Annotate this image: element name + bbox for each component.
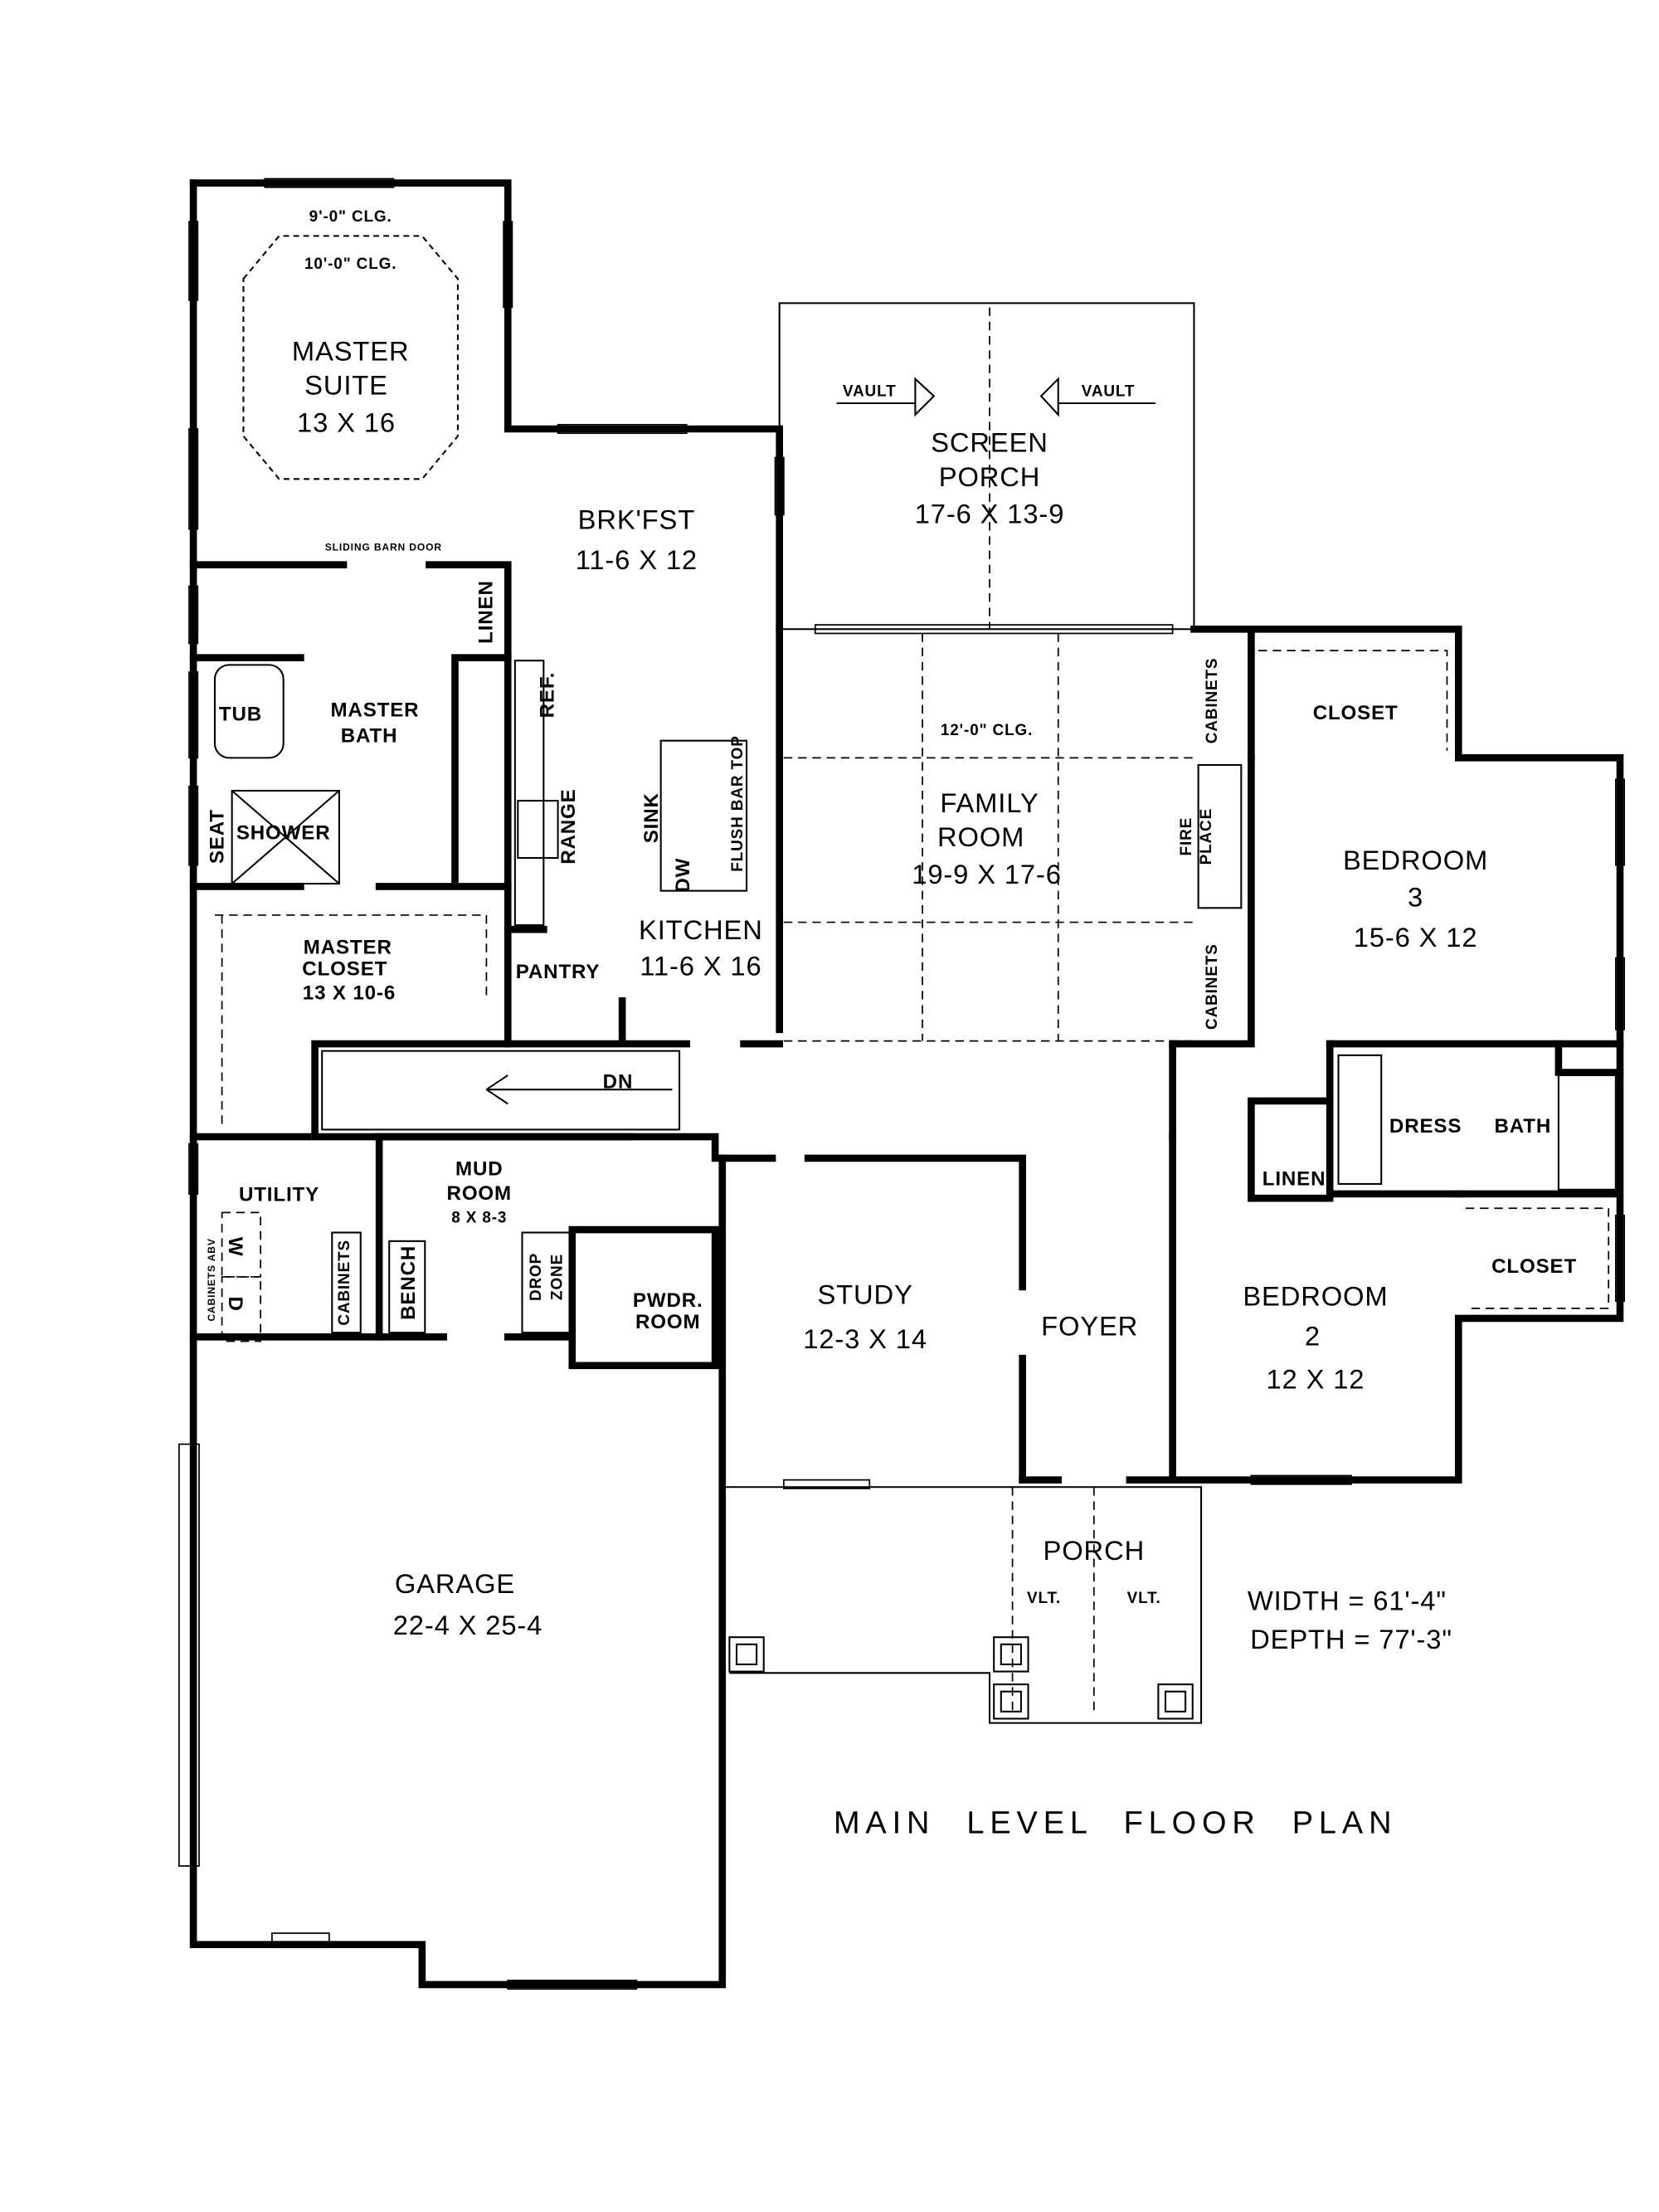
cabinets-abv-label: CABINETS ABV xyxy=(206,1238,217,1321)
dress-label: DRESS xyxy=(1389,1115,1462,1138)
garage-name: GARAGE xyxy=(395,1568,515,1599)
walls xyxy=(189,179,1624,1989)
master-suite-name-2: SUITE xyxy=(304,370,388,401)
bedroom2-name: BEDROOM xyxy=(1243,1280,1388,1311)
mud-room-size: 8 X 8-3 xyxy=(451,1209,507,1226)
porch-vlt-right: VLT. xyxy=(1127,1590,1161,1607)
linen-label: LINEN xyxy=(474,580,497,644)
bedroom2-name-2: 2 xyxy=(1305,1321,1321,1352)
ref-label: REF. xyxy=(536,672,558,719)
family-room-name: FAMILY xyxy=(940,787,1039,818)
flush-bar-top-label: FLUSH BAR TOP xyxy=(729,735,747,871)
windows xyxy=(178,178,1626,1990)
master-suite-name: MASTER xyxy=(292,335,410,366)
range-label: RANGE xyxy=(557,788,580,864)
vault-arrow-right-icon xyxy=(1039,377,1155,417)
screen-porch-name: SCREEN xyxy=(931,427,1048,458)
barn-door-label: SLIDING BARN DOOR xyxy=(325,541,442,553)
ceiling-9ft-label: 9'-0" CLG. xyxy=(309,208,392,226)
cabinets-top-label: CABINETS xyxy=(1204,658,1221,744)
mud-room-name: MUD xyxy=(455,1158,504,1181)
outlines xyxy=(213,235,1617,1724)
linen-2-label: LINEN xyxy=(1262,1168,1326,1191)
master-bath-name-2: BATH xyxy=(341,724,398,747)
fireplace-label: FIRE xyxy=(1178,817,1195,856)
dryer-label: D xyxy=(224,1297,246,1312)
utility-label: UTILITY xyxy=(239,1184,319,1206)
dw-label: DW xyxy=(672,858,694,893)
family-ceiling-label: 12'-0" CLG. xyxy=(941,722,1033,739)
bedroom3-closet-label: CLOSET xyxy=(1313,702,1399,724)
powder-room-name-2: ROOM xyxy=(635,1311,700,1333)
master-closet-size: 13 X 10-6 xyxy=(303,982,396,1005)
bedroom2-closet-label: CLOSET xyxy=(1491,1255,1577,1278)
vault-left-label: VAULT xyxy=(843,382,897,400)
master-closet-name-2: CLOSET xyxy=(302,957,387,980)
drop-zone-label-2: ZONE xyxy=(549,1254,567,1300)
bedroom3-name: BEDROOM xyxy=(1343,845,1488,875)
labels: 9'-0" CLG. 10'-0" CLG. MASTER SUITE 13 X… xyxy=(206,208,1577,1840)
tub-label: TUB xyxy=(219,704,262,726)
depth-dimension: DEPTH = 77'-3" xyxy=(1250,1624,1452,1654)
powder-room-name: PWDR. xyxy=(633,1289,703,1312)
width-dimension: WIDTH = 61'-4" xyxy=(1248,1585,1447,1615)
study-name: STUDY xyxy=(817,1279,912,1310)
kitchen-size: 11-6 X 16 xyxy=(640,950,761,981)
fireplace-label-2: PLACE xyxy=(1198,808,1215,865)
screen-porch-name-2: PORCH xyxy=(939,461,1041,492)
master-suite-size: 13 X 16 xyxy=(297,407,396,437)
vault-arrow-left-icon xyxy=(836,377,936,417)
garage-size: 22-4 X 25-4 xyxy=(393,1610,543,1640)
washer-label: W xyxy=(224,1237,246,1257)
master-bath-name: MASTER xyxy=(330,699,419,721)
vault-right-label: VAULT xyxy=(1082,382,1136,400)
kitchen-name: KITCHEN xyxy=(639,914,763,945)
sink-label: SINK xyxy=(640,792,663,843)
foyer-name: FOYER xyxy=(1041,1311,1138,1342)
drop-zone-label: DROP xyxy=(528,1253,545,1301)
bedroom2-size: 12 X 12 xyxy=(1266,1363,1365,1394)
bench-label: BENCH xyxy=(397,1245,420,1320)
stairs-down-label: DN xyxy=(603,1070,634,1093)
cabinets-label: CABINETS xyxy=(336,1240,353,1326)
family-room-name-2: ROOM xyxy=(937,821,1024,852)
ceiling-10ft-label: 10'-0" CLG. xyxy=(304,256,397,273)
breakfast-name: BRK'FST xyxy=(578,504,695,535)
master-closet-name: MASTER xyxy=(304,936,392,958)
screen-porch-size: 17-6 X 13-9 xyxy=(915,499,1065,529)
bedroom3-size: 15-6 X 12 xyxy=(1354,922,1478,953)
seat-label: SEAT xyxy=(206,809,228,864)
cabinets-bottom-label: CABINETS xyxy=(1204,943,1221,1030)
study-size: 12-3 X 14 xyxy=(803,1323,927,1354)
bedroom3-name-2: 3 xyxy=(1408,882,1423,913)
plan-title: MAIN LEVEL FLOOR PLAN xyxy=(834,1805,1397,1840)
breakfast-size: 11-6 X 12 xyxy=(576,544,698,575)
mud-room-name-2: ROOM xyxy=(447,1182,512,1205)
porch-vlt-left: VLT. xyxy=(1027,1590,1061,1607)
pantry-label: PANTRY xyxy=(516,961,601,983)
shower-label: SHOWER xyxy=(236,822,331,845)
porch-name: PORCH xyxy=(1044,1535,1146,1566)
family-room-size: 19-9 X 17-6 xyxy=(912,859,1062,889)
bath-label: BATH xyxy=(1495,1115,1552,1138)
